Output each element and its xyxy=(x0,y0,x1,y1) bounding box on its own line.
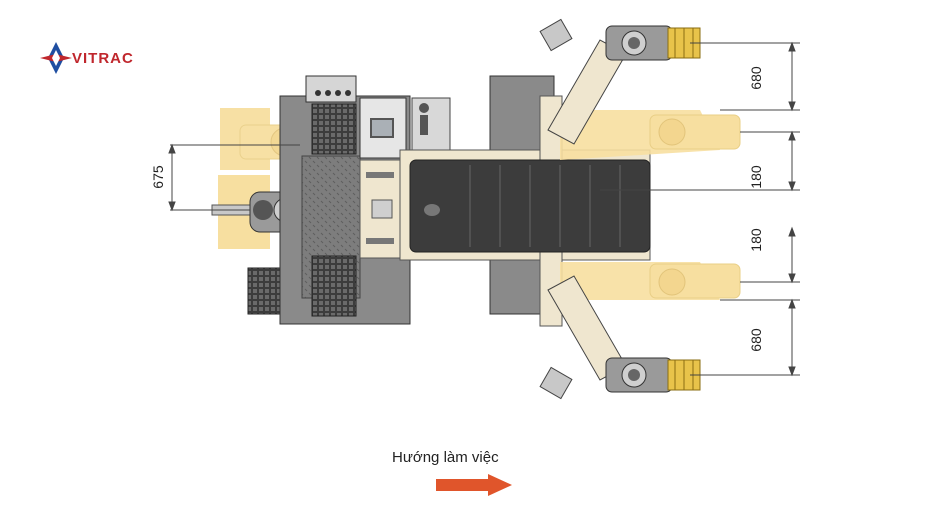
feeder-conveyor xyxy=(409,159,651,253)
ghost-upper-boom xyxy=(560,110,741,160)
left-dimension-line xyxy=(168,143,300,212)
right-dimension-lines xyxy=(600,41,800,377)
brand-name: VITRAC xyxy=(72,50,134,67)
ghost-lower-boom xyxy=(560,262,741,300)
upper-boom-arm xyxy=(539,18,701,145)
dimension-label-upper-outer: 680 xyxy=(748,66,764,90)
dimension-label-lower-inner: 180 xyxy=(748,228,764,252)
dimension-label-lower-outer: 680 xyxy=(748,328,764,352)
lower-boom-arm xyxy=(539,275,701,400)
dimension-label-left: 675 xyxy=(150,165,166,189)
vitrac-logo-icon xyxy=(40,42,72,74)
working-direction-arrow-icon xyxy=(436,474,512,496)
dimension-label-upper-inner: 180 xyxy=(748,165,764,189)
working-direction-caption: Hướng làm việc xyxy=(392,449,499,466)
machine-chassis xyxy=(279,75,451,325)
